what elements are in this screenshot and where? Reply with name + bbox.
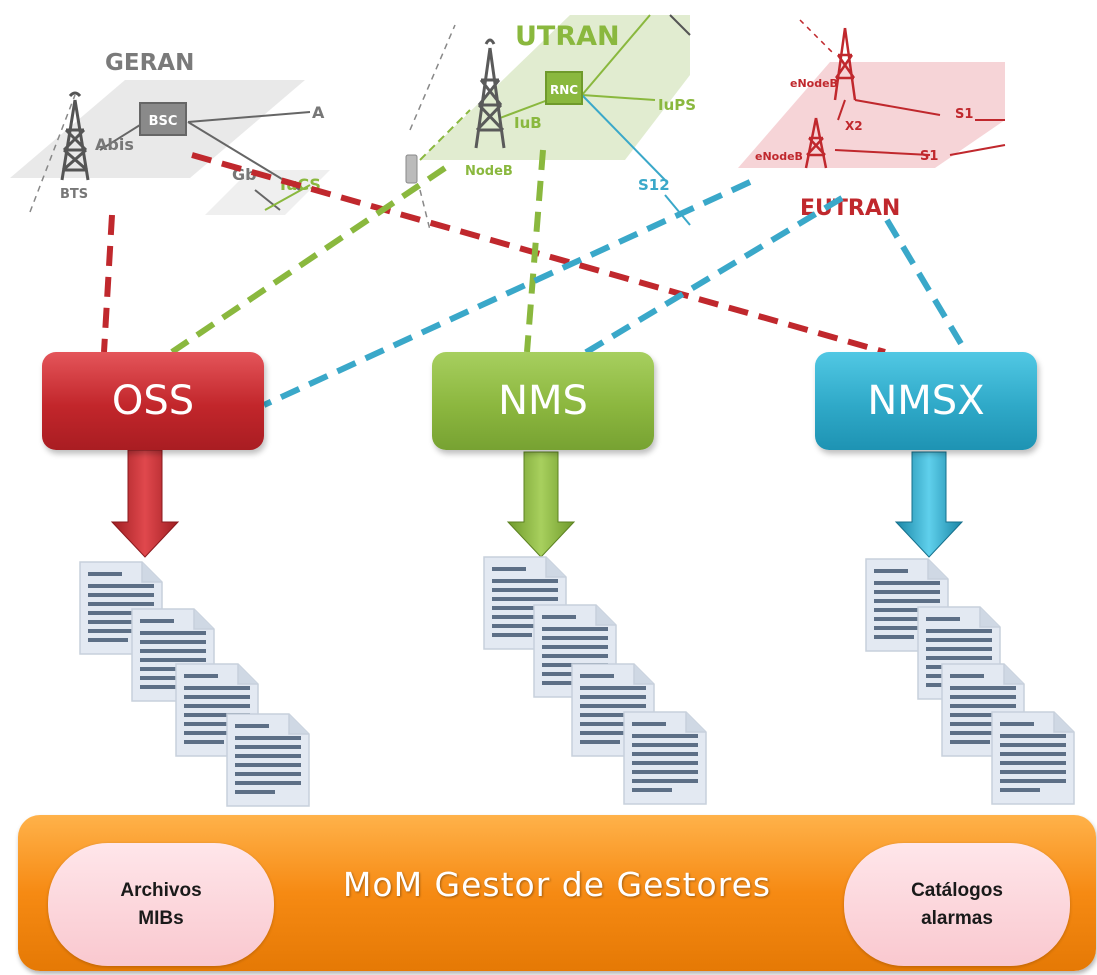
- line-geran-oss: [101, 214, 115, 353]
- geran-bts-label: BTS: [60, 187, 88, 202]
- geran-bsc-label: BSC: [149, 114, 178, 129]
- nms-document-stack: [483, 556, 707, 805]
- nms-box: NMS: [432, 352, 654, 450]
- utran-rnc-label: RNC: [550, 83, 578, 97]
- mib-files-line1: Archivos: [120, 879, 202, 901]
- utran-iups-label: IuPS: [658, 96, 696, 114]
- connection-lines: [101, 149, 969, 408]
- bsc-box: [139, 102, 187, 136]
- nmsx-down-arrow: [894, 451, 964, 558]
- geran-a-label: A: [312, 103, 325, 122]
- enodeb-tower-bottom-icon: [804, 117, 828, 169]
- geran-abis-label: Abis: [95, 135, 134, 154]
- eutran-x2-label: X2: [845, 119, 863, 133]
- utran-iub-label: IuB: [514, 114, 542, 132]
- utran-nodeb-label: NodeB: [465, 164, 513, 179]
- nmsx-document-stack: [865, 558, 1075, 805]
- bts-tower-icon: [60, 91, 90, 181]
- nms-label: NMS: [498, 378, 588, 424]
- nmsx-label: NMSX: [867, 378, 985, 424]
- nms-down-arrow: [506, 451, 576, 558]
- mom-manager-bar: Archivos MIBs MoM Gestor de Gestores Cat…: [18, 815, 1096, 971]
- oss-label: OSS: [111, 378, 195, 424]
- geran-title: GERAN: [105, 50, 194, 76]
- line-utran-oss: [170, 165, 447, 355]
- nodeb-tower-icon: [474, 38, 506, 149]
- geran-network-panel: BSC GERAN Abis BTS A Gb IuCS: [10, 50, 330, 215]
- oss-down-arrow: [110, 449, 180, 558]
- oss-box: OSS: [42, 352, 264, 450]
- eutran-title: EUTRAN: [800, 196, 900, 221]
- line-geran-nmsx: [191, 152, 886, 355]
- alarm-catalogs-pill: Catálogos alarmas: [844, 843, 1070, 966]
- line-eutran-nmsx: [884, 218, 969, 354]
- alarm-catalogs-line1: Catálogos: [911, 879, 1003, 901]
- nmsx-box: NMSX: [815, 352, 1037, 450]
- mom-title: MoM Gestor de Gestores: [342, 865, 772, 904]
- rnc-box: [545, 71, 583, 105]
- eutran-enodeb-bottom-label: eNodeB: [755, 150, 803, 163]
- utran-s12-label: S12: [638, 176, 670, 194]
- eutran-network-panel: eNodeB eNodeB X2 S1 S1 EUTRAN: [738, 19, 1006, 221]
- oss-document-stack: [79, 561, 310, 807]
- utran-title: UTRAN: [515, 21, 620, 52]
- eutran-s1-top-label: S1: [955, 107, 973, 122]
- line-utran-nms: [524, 149, 546, 353]
- mib-files-line2: MIBs: [138, 907, 184, 929]
- line-eutran-nms: [563, 195, 844, 368]
- eutran-enodeb-top-label: eNodeB: [790, 77, 838, 90]
- alarm-catalogs-line2: alarmas: [921, 907, 993, 929]
- handset-icon: [405, 154, 418, 184]
- eutran-s1-bottom-label: S1: [920, 149, 938, 164]
- enodeb-tower-top-icon: [833, 27, 857, 101]
- mib-files-pill: Archivos MIBs: [48, 843, 274, 966]
- line-eutran-oss: [262, 179, 752, 408]
- utran-network-panel: RNC UTRAN IuB IuPS NodeB S12: [405, 14, 696, 231]
